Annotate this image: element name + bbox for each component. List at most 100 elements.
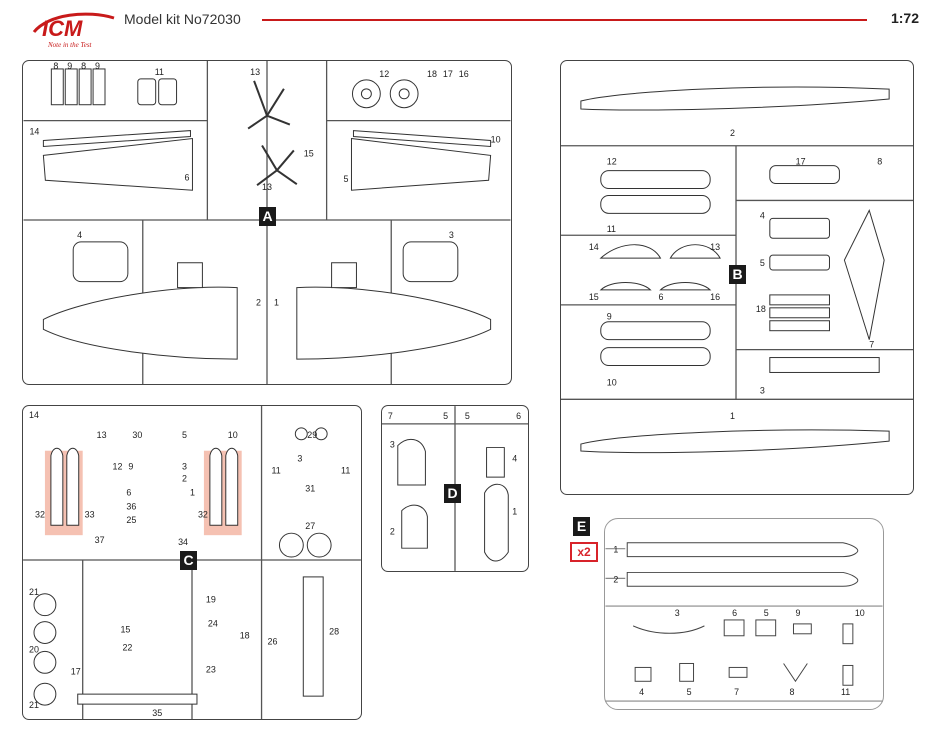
part-number: 10 <box>491 134 501 144</box>
part-number: 12 <box>607 157 617 167</box>
sprue-c-drawing: 14 13 30 5 10 29 12 9 3 2 11 3 11 32 33 … <box>23 406 361 719</box>
part-number: 11 <box>271 466 280 476</box>
part-number: 20 <box>29 644 39 654</box>
part-number: 21 <box>29 587 39 597</box>
part-number: 8 <box>53 61 58 71</box>
part-number: 3 <box>390 440 395 450</box>
part-number: 5 <box>443 411 448 421</box>
sprue-d-drawing: 7 5 5 6 3 4 2 1 <box>382 406 528 571</box>
part-number: 6 <box>516 411 521 421</box>
part-number: 8 <box>81 61 86 71</box>
part-number: 1 <box>274 297 279 307</box>
part-number: 2 <box>256 297 261 307</box>
part-number: 11 <box>607 224 616 234</box>
part-number: 12 <box>379 69 389 79</box>
part-number: 23 <box>206 664 216 674</box>
part-number: 29 <box>307 430 317 440</box>
part-number: 1 <box>730 411 735 421</box>
part-number: 10 <box>607 377 617 387</box>
header-rule <box>262 19 867 21</box>
part-number: 7 <box>734 687 739 697</box>
logo-brand: ICM <box>42 16 83 41</box>
part-number: 21 <box>29 700 39 710</box>
scale-label: 1:72 <box>890 10 919 26</box>
part-number: 2 <box>613 574 618 584</box>
part-number: 13 <box>97 430 107 440</box>
part-number: 9 <box>607 312 612 322</box>
part-number: 4 <box>77 230 82 240</box>
sprue-e: 1 2 3 6 5 9 10 4 5 7 8 11 <box>604 518 884 710</box>
part-number: 13 <box>250 67 260 77</box>
part-number: 10 <box>855 608 865 618</box>
sprue-letter-d: D <box>444 484 461 503</box>
part-number: 3 <box>182 462 187 472</box>
sprue-e-multiplier: x2 <box>570 542 598 562</box>
part-number: 17 <box>443 69 453 79</box>
part-number: 16 <box>459 69 469 79</box>
part-number: 10 <box>228 430 238 440</box>
part-number: 15 <box>304 148 314 158</box>
part-number: 14 <box>589 242 599 252</box>
part-number: 5 <box>764 608 769 618</box>
part-number: 3 <box>675 608 680 618</box>
part-number: 24 <box>208 619 218 629</box>
part-number: 1 <box>190 487 195 497</box>
icm-logo: ICM Note in the Test <box>28 8 116 50</box>
part-number: 2 <box>730 128 735 138</box>
part-number: 19 <box>206 595 216 605</box>
part-number: 32 <box>198 509 208 519</box>
sprue-b: 2 12 11 17 8 4 14 13 15 6 16 5 9 10 18 7… <box>560 60 914 495</box>
part-number: 4 <box>512 453 517 463</box>
part-number: 17 <box>71 666 81 676</box>
part-number: 25 <box>126 515 136 525</box>
part-number: 34 <box>178 537 188 547</box>
part-number: 15 <box>120 625 130 635</box>
part-number: 9 <box>128 462 133 472</box>
part-number: 13 <box>262 182 272 192</box>
part-number: 3 <box>297 454 302 464</box>
part-number: 27 <box>305 521 315 531</box>
part-number: 36 <box>126 501 136 511</box>
part-number: 14 <box>29 127 39 137</box>
part-number: 3 <box>760 385 765 395</box>
part-number: 14 <box>29 410 39 420</box>
part-number: 5 <box>760 258 765 268</box>
sprue-a-drawing: 8 9 8 9 11 13 12 18 17 16 14 6 13 15 10 … <box>23 61 511 384</box>
part-number: 11 <box>155 67 164 77</box>
part-number: 13 <box>710 242 720 252</box>
part-number: 28 <box>329 627 339 637</box>
kit-title: Model kit No72030 <box>124 11 241 27</box>
part-number: 5 <box>182 430 187 440</box>
part-number: 5 <box>344 174 349 184</box>
part-number: 4 <box>760 210 765 220</box>
icm-logo-graphic: ICM Note in the Test <box>32 12 115 49</box>
sprue-c: 14 13 30 5 10 29 12 9 3 2 11 3 11 32 33 … <box>22 405 362 720</box>
sprue-e-drawing: 1 2 3 6 5 9 10 4 5 7 8 11 <box>605 542 883 702</box>
sprue-letter-b: B <box>729 265 746 284</box>
part-number: 37 <box>95 535 105 545</box>
part-number: 9 <box>67 61 72 71</box>
part-number: 6 <box>732 608 737 618</box>
part-number: 11 <box>341 466 350 476</box>
part-number: 2 <box>390 526 395 536</box>
sprue-a: 8 9 8 9 11 13 12 18 17 16 14 6 13 15 10 … <box>22 60 512 385</box>
part-number: 30 <box>132 430 142 440</box>
part-number: 7 <box>388 411 393 421</box>
part-number: 31 <box>305 483 315 493</box>
part-number: 12 <box>113 462 123 472</box>
part-number: 6 <box>126 487 131 497</box>
part-number: 18 <box>240 631 250 641</box>
part-number: 5 <box>465 411 470 421</box>
part-number: 6 <box>658 292 663 302</box>
part-number: 33 <box>85 509 95 519</box>
part-number: 22 <box>122 642 132 652</box>
part-number: 8 <box>877 157 882 167</box>
part-number: 26 <box>268 636 278 646</box>
sprue-d: 7 5 5 6 3 4 2 1 D <box>381 405 529 572</box>
part-number: 1 <box>512 507 517 517</box>
part-number: 5 <box>687 687 692 697</box>
part-number: 11 <box>841 687 850 697</box>
part-number: 18 <box>756 304 766 314</box>
part-number: 8 <box>790 687 795 697</box>
part-number: 9 <box>795 608 800 618</box>
